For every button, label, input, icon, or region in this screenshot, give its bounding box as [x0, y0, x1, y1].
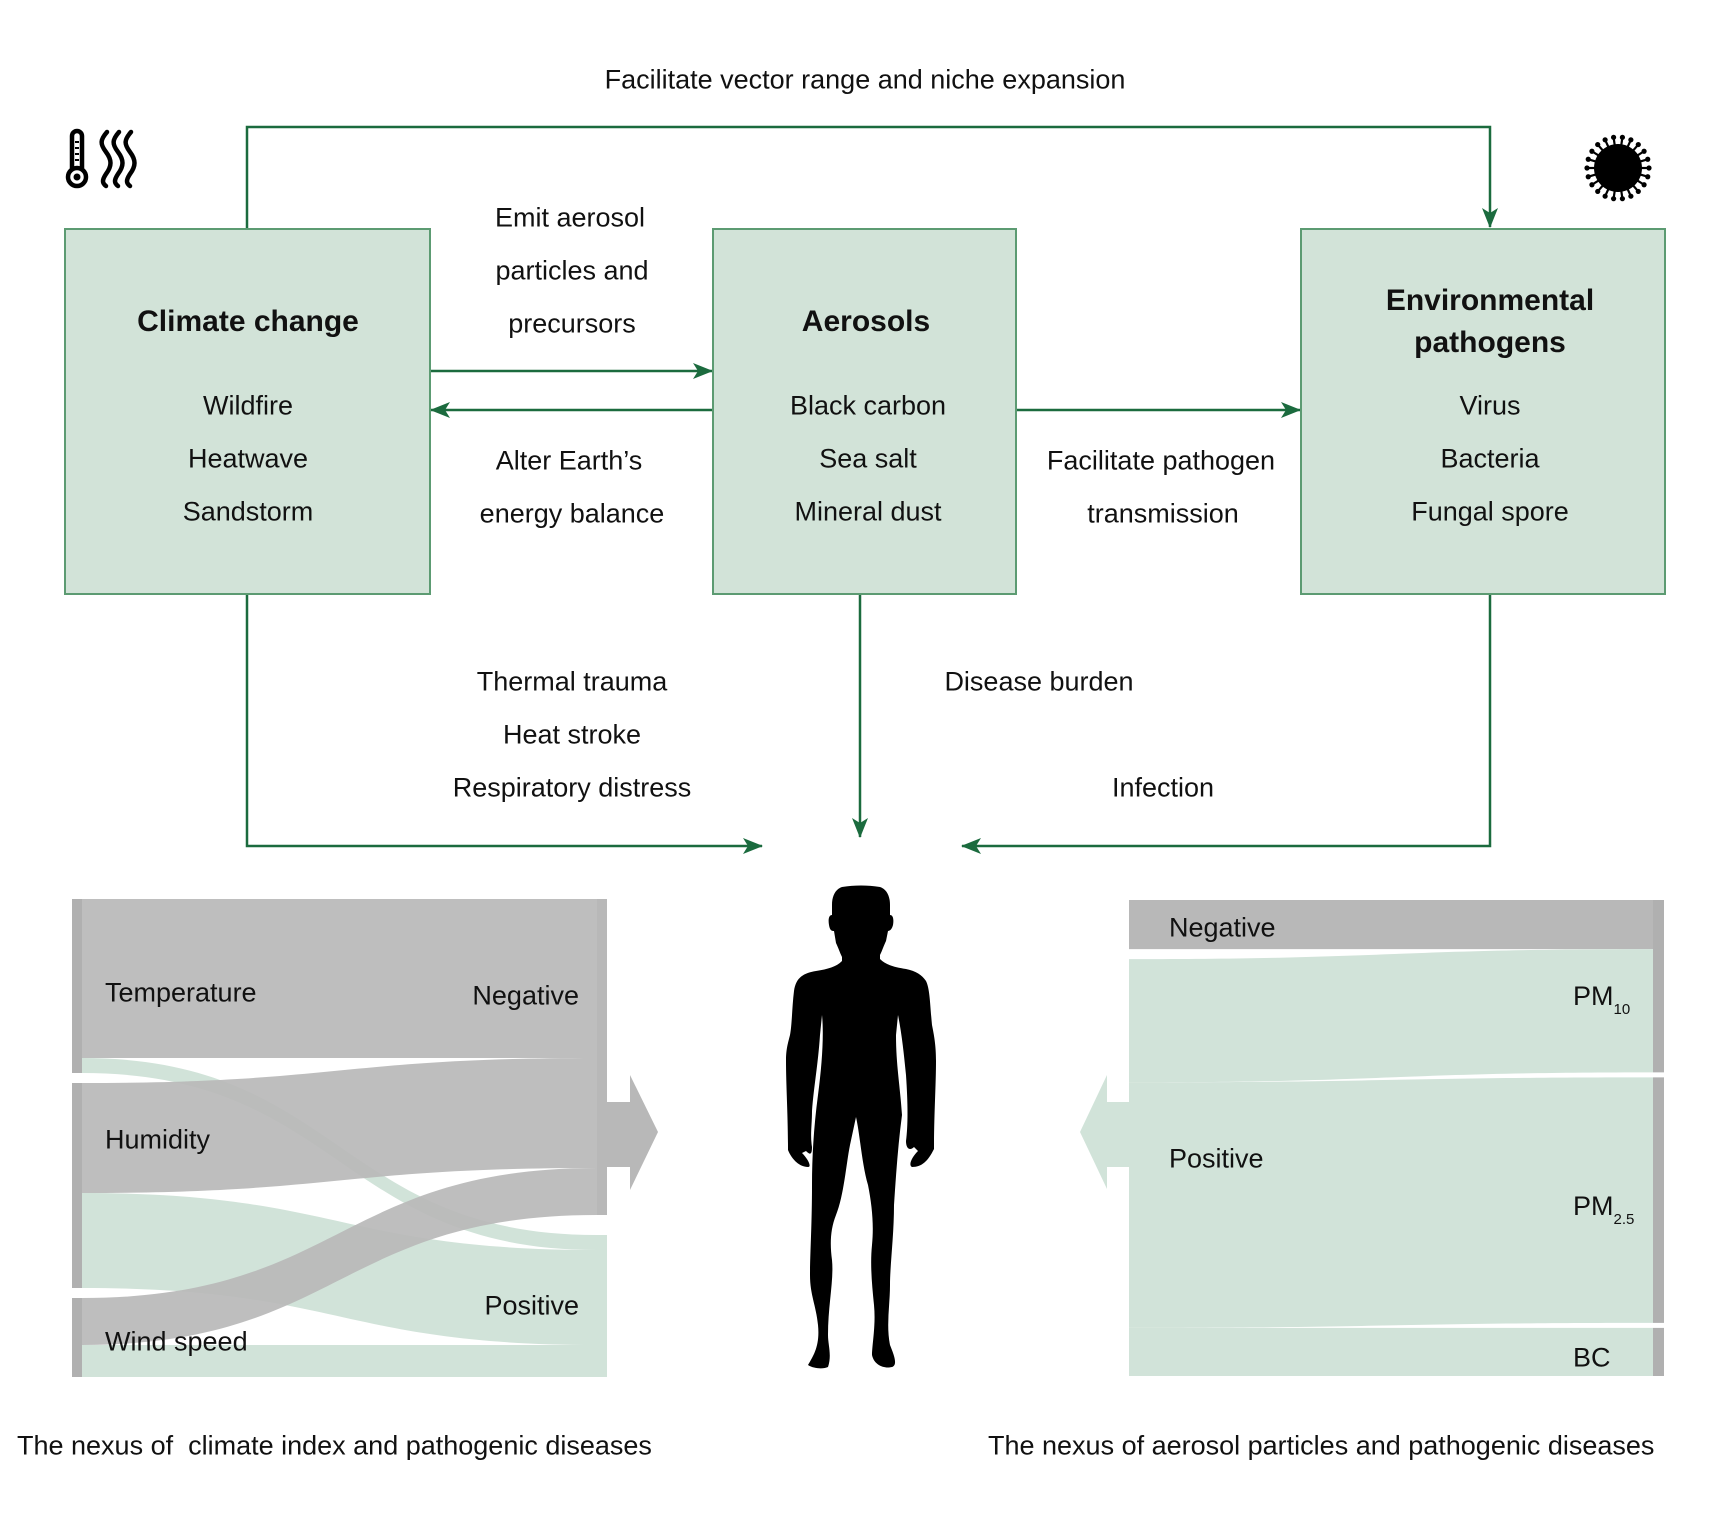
disease-burden-label: Disease burden	[944, 666, 1134, 697]
pathogens-title-line: pathogens	[1414, 326, 1566, 359]
virus-icon	[1584, 134, 1652, 202]
climate-item: Heatwave	[187, 443, 309, 474]
sankey-node-label-wind-speed: Wind speed	[105, 1326, 248, 1357]
arrow-climate-to-human	[245, 595, 763, 854]
infection-label: Infection	[1111, 772, 1215, 803]
sankey-node-label-bc: BC	[1573, 1342, 1611, 1373]
pathogen-item: Fungal spore	[1411, 496, 1569, 527]
climate-item: Wildfire	[202, 390, 294, 421]
climate-item: Sandstorm	[182, 496, 314, 527]
sankey-node-temperature	[72, 899, 82, 1073]
climate-change-box	[64, 228, 431, 595]
sankey-node-humidity	[72, 1083, 82, 1288]
sankey-flow-negative-to-pm10	[1129, 900, 1653, 950]
link-label-alter: Alter Earth’s	[495, 445, 643, 476]
sankey-node-negative	[597, 899, 607, 1215]
pathogen-item: Virus	[1459, 390, 1521, 421]
pathogens-title-line: Environmental	[1385, 284, 1595, 317]
sankey-arrow-right	[607, 1075, 658, 1190]
aerosols-box	[712, 228, 1017, 595]
sankey-flow-wind-speed-to-negative	[82, 1168, 597, 1345]
caption-climate-nexus: The nexus of climate index and pathogeni…	[17, 1430, 652, 1461]
sankey-climate-index	[72, 899, 658, 1377]
sankey-arrow-left	[1080, 1075, 1129, 1189]
sankey-node-label-temperature: Temperature	[105, 977, 257, 1008]
aerosol-item: Sea salt	[819, 443, 917, 474]
aerosols-title: Aerosols	[801, 305, 931, 338]
sankey-node-label-pm25: PM2.5	[1573, 1191, 1635, 1228]
sankey-node-wind-speed	[72, 1298, 82, 1377]
environmental-pathogens-box	[1300, 228, 1666, 595]
link-label-emit: particles and	[495, 255, 649, 286]
link-label-transmission: Facilitate pathogen	[1046, 445, 1276, 476]
aerosol-item: Black carbon	[789, 390, 947, 421]
pathogen-item: Bacteria	[1440, 443, 1540, 474]
sankey-flow-humidity-to-negative	[82, 1058, 597, 1193]
sankey-node-pm2-5	[1653, 1077, 1664, 1323]
arrow-climate-to-pathogens	[245, 125, 1498, 228]
sankey-node-positive	[597, 1235, 607, 1377]
caption-aerosol-nexus: The nexus of aerosol particles and patho…	[988, 1430, 1655, 1461]
link-label-alter: energy balance	[479, 498, 665, 529]
climate-change-title: Climate change	[137, 305, 359, 338]
human-silhouette-icon	[786, 885, 936, 1369]
sankey-flow-wind-speed-to-positive	[82, 1345, 597, 1377]
sankey-node-label-positive: Positive	[1169, 1143, 1264, 1174]
sankey-node-bc	[1653, 1327, 1664, 1376]
link-label-emit: precursors	[508, 308, 636, 339]
link-label-vector-range: Facilitate vector range and niche expans…	[604, 64, 1126, 95]
sankey-node-label-pm10: PM10	[1573, 981, 1631, 1018]
sankey-flow-temperature-to-negative	[82, 899, 597, 1058]
sankey-flow-positive-to-bc	[1129, 1327, 1653, 1376]
sankey-node-pm10	[1653, 900, 1664, 1073]
sankey-node-label-positive: Positive	[484, 1290, 579, 1321]
sankey-flow-positive-to-pm10	[1129, 949, 1653, 1083]
health-effect-label: Heat stroke	[502, 719, 642, 750]
sankey-node-label-negative: Negative	[1169, 912, 1276, 943]
health-effect-label: Respiratory distress	[452, 772, 692, 803]
health-effect-label: Thermal trauma	[476, 666, 668, 697]
aerosol-item: Mineral dust	[794, 496, 942, 527]
arrow-pathogens-to-human	[961, 595, 1492, 854]
sankey-node-label-negative: Negative	[472, 980, 579, 1011]
sankey-flow-positive-to-pm2-5	[1129, 1077, 1653, 1328]
link-label-emit: Emit aerosol	[494, 202, 646, 233]
link-label-transmission: transmission	[1087, 498, 1239, 529]
sankey-node-label-humidity: Humidity	[105, 1124, 211, 1155]
thermometer-heat-icon	[65, 128, 137, 189]
sankey-aerosol-particles	[1080, 900, 1664, 1376]
